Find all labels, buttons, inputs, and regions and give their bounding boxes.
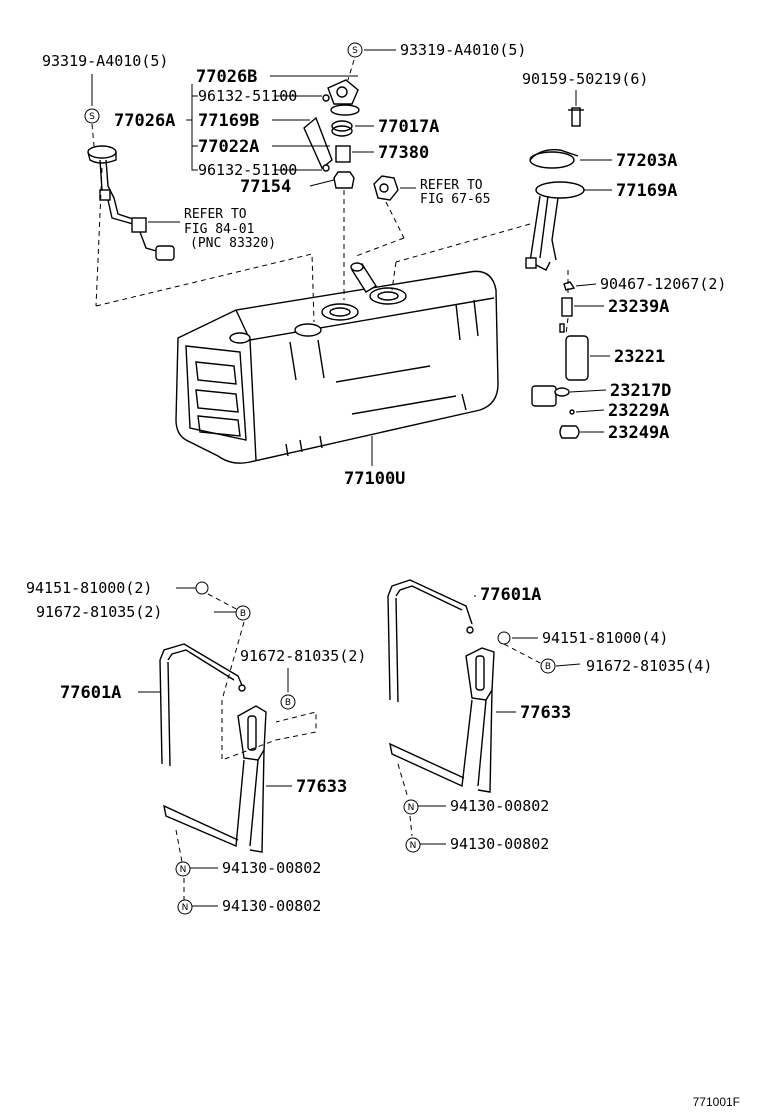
- label-77017a: 77017A: [378, 117, 439, 137]
- label-77100u: 77100U: [344, 469, 405, 489]
- right-strap-drawing: [387, 579, 495, 793]
- label-77169b: 77169B: [198, 111, 259, 131]
- label-77601a-right: 77601A: [480, 585, 541, 605]
- part-labels: 93319-A4010(5) 93319-A4010(5) 77026B 961…: [26, 41, 726, 915]
- label-77022a: 77022A: [198, 137, 259, 157]
- label-23229a: 23229A: [608, 401, 669, 421]
- label-77633-right: 77633: [520, 703, 571, 723]
- b-marker-mid: [280, 694, 296, 710]
- n-marker-r2-text: N: [410, 841, 417, 851]
- s-marker-left: [84, 108, 100, 124]
- label-93319-top: 93319-A4010(5): [400, 41, 526, 59]
- n-marker-l1: [175, 861, 191, 877]
- filler-fittings-drawing: [303, 79, 399, 201]
- s-marker-left-text: S: [89, 112, 95, 122]
- label-91672-left: 91672-81035(2): [36, 603, 162, 621]
- n-marker-r1-text: N: [408, 803, 415, 813]
- label-23217d: 23217D: [610, 381, 671, 401]
- label-94130-l2: 94130-00802: [222, 897, 321, 915]
- nut-marker-right: [497, 631, 511, 645]
- leader-lines: [91, 49, 612, 907]
- label-77601a-left: 77601A: [60, 683, 121, 703]
- label-23221: 23221: [614, 347, 665, 367]
- left-strap-drawing: [159, 643, 267, 853]
- b-marker-left: [235, 605, 251, 621]
- label-77154: 77154: [240, 177, 291, 197]
- ref1-line3: (PNC 83320): [190, 236, 276, 251]
- s-marker-top-text: S: [352, 46, 358, 56]
- label-96132-a: 96132-51100: [198, 87, 297, 105]
- marker-circles: S S B B N N B N N: [84, 42, 556, 915]
- label-77026b: 77026B: [196, 67, 257, 87]
- n-marker-l2-text: N: [182, 903, 189, 913]
- label-23249a: 23249A: [608, 423, 669, 443]
- label-77026a: 77026A: [114, 111, 175, 131]
- label-94151-right: 94151-81000(4): [542, 629, 668, 647]
- reference-notes: REFER TO FIG 84-01 (PNC 83320) REFER TO …: [184, 178, 490, 251]
- label-90159: 90159-50219(6): [522, 70, 648, 88]
- label-93319-left: 93319-A4010(5): [42, 52, 168, 70]
- label-77633-left: 77633: [296, 777, 347, 797]
- b-marker-right-text: B: [545, 662, 551, 672]
- n-marker-r1: [403, 799, 419, 815]
- label-91672-right: 91672-81035(4): [586, 657, 712, 675]
- nut-marker-left: [195, 581, 209, 595]
- label-94130-r2: 94130-00802: [450, 835, 549, 853]
- label-94151-left: 94151-81000(2): [26, 579, 152, 597]
- ref2-line2: FIG 67-65: [420, 192, 490, 207]
- label-96132-b: 96132-51100: [198, 161, 297, 179]
- label-94130-l1: 94130-00802: [222, 859, 321, 877]
- ref2-line1: REFER TO: [420, 178, 483, 193]
- n-marker-l1-text: N: [180, 865, 187, 875]
- n-marker-l2: [177, 899, 193, 915]
- fuel-pump-assembly-drawing: [525, 107, 589, 439]
- b-marker-left-text: B: [240, 609, 246, 619]
- label-77203a: 77203A: [616, 151, 677, 171]
- label-23239a: 23239A: [608, 297, 669, 317]
- fuel-tank-drawing: [175, 262, 499, 464]
- n-marker-r2: [405, 837, 421, 853]
- s-marker-top: [347, 42, 363, 58]
- b-marker-right: [540, 658, 556, 674]
- figure-id: 771001F: [693, 1095, 740, 1109]
- ref1-line1: REFER TO: [184, 207, 247, 222]
- label-77169a: 77169A: [616, 181, 677, 201]
- label-94130-r1: 94130-00802: [450, 797, 549, 815]
- label-91672-mid: 91672-81035(2): [240, 647, 366, 665]
- ref1-line2: FIG 84-01: [184, 222, 254, 237]
- sender-gauge-drawing: [87, 145, 175, 261]
- b-marker-mid-text: B: [285, 698, 291, 708]
- label-77380: 77380: [378, 143, 429, 163]
- label-90467: 90467-12067(2): [600, 275, 726, 293]
